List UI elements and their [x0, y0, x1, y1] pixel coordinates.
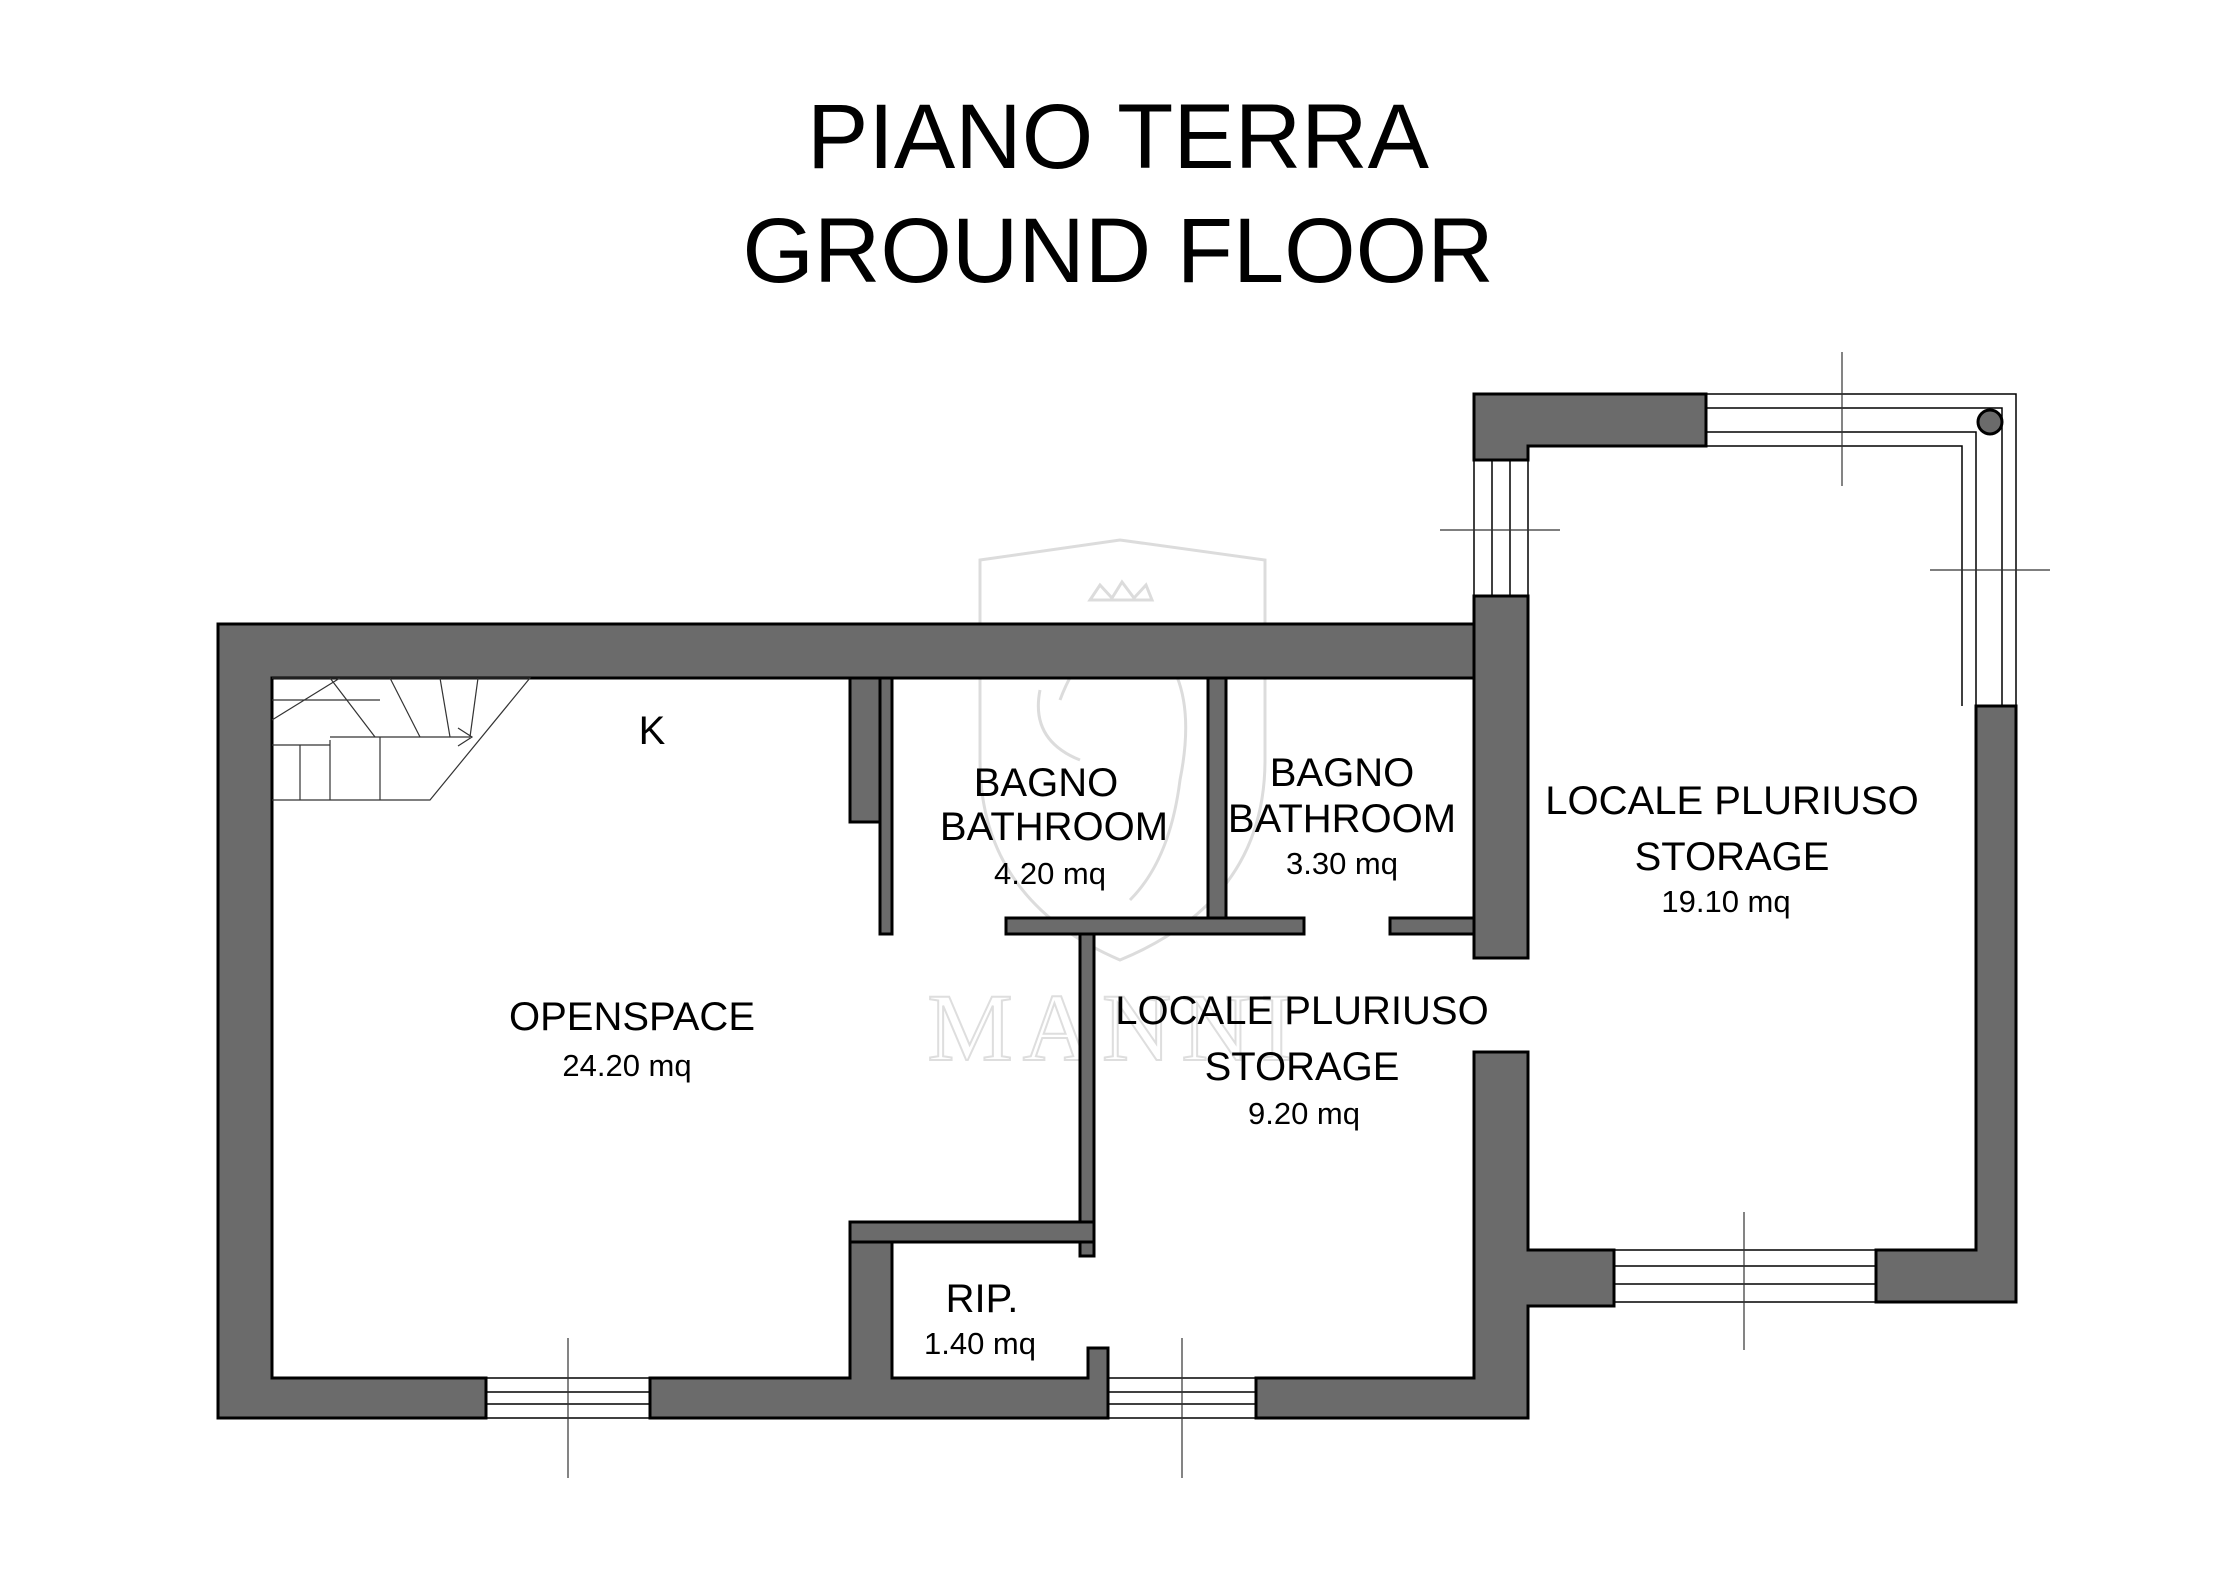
window-storage-large-bottom — [1613, 1212, 1877, 1350]
windows — [485, 352, 2050, 1478]
plan-title-italian: PIANO TERRA — [807, 86, 1430, 188]
closet-label: RIP. — [946, 1277, 1019, 1321]
bath2-label-en: BATHROOM — [1228, 797, 1456, 841]
annex-wall-corner-top — [1472, 392, 1708, 462]
storage-large-label-it: LOCALE PLURIUSO — [1545, 779, 1918, 823]
openspace-label: OPENSPACE — [509, 995, 755, 1039]
storage-small-label-it: LOCALE PLURIUSO — [1115, 989, 1488, 1033]
watermark-text: MANNI — [927, 974, 1302, 1081]
corner-column — [1976, 408, 2004, 436]
window-openspace — [485, 1338, 651, 1478]
bath1-label-en: BATHROOM — [940, 805, 1168, 849]
bath1-label-it: BAGNO — [974, 761, 1118, 805]
room-labels: K OPENSPACE 24.20 mq BAGNO BATHROOM 4.20… — [509, 709, 1919, 1361]
bath2-label-it: BAGNO — [1270, 751, 1414, 795]
watermark: MANNI — [926, 538, 1302, 1082]
plan-title-english: GROUND FLOOR — [742, 200, 1493, 302]
wall-openspace-closet — [848, 1220, 1096, 1244]
wall-bath-bottom-right — [1388, 916, 1476, 936]
kitchen-label: K — [639, 709, 666, 753]
storage-small-area: 9.20 mq — [1248, 1096, 1360, 1131]
wall-bath1-left — [878, 676, 894, 936]
wall-storage-divider — [1078, 932, 1096, 1258]
closet-area: 1.40 mq — [924, 1326, 1036, 1361]
bath1-area: 4.20 mq — [994, 856, 1106, 891]
walls — [216, 392, 2018, 1420]
door-storage-small — [1107, 1338, 1257, 1478]
storage-small-label-en: STORAGE — [1205, 1045, 1400, 1089]
annex-wall-upper-left — [1472, 594, 1530, 960]
wall-partition-bath1-bath2 — [1206, 676, 1228, 920]
window-storage-large-corner — [1706, 352, 2050, 706]
staircase — [271, 677, 532, 801]
outer-wall-bottom-middle — [648, 1228, 1110, 1420]
wall-bath-bottom-left — [1004, 916, 1306, 936]
bath2-area: 3.30 mq — [1286, 846, 1398, 881]
window-storage-large-left — [1440, 459, 1560, 597]
lion-crest-icon — [978, 538, 1267, 962]
storage-large-label-en: STORAGE — [1635, 835, 1830, 879]
storage-large-area: 19.10 mq — [1661, 884, 1790, 919]
openspace-area: 24.20 mq — [562, 1048, 691, 1083]
